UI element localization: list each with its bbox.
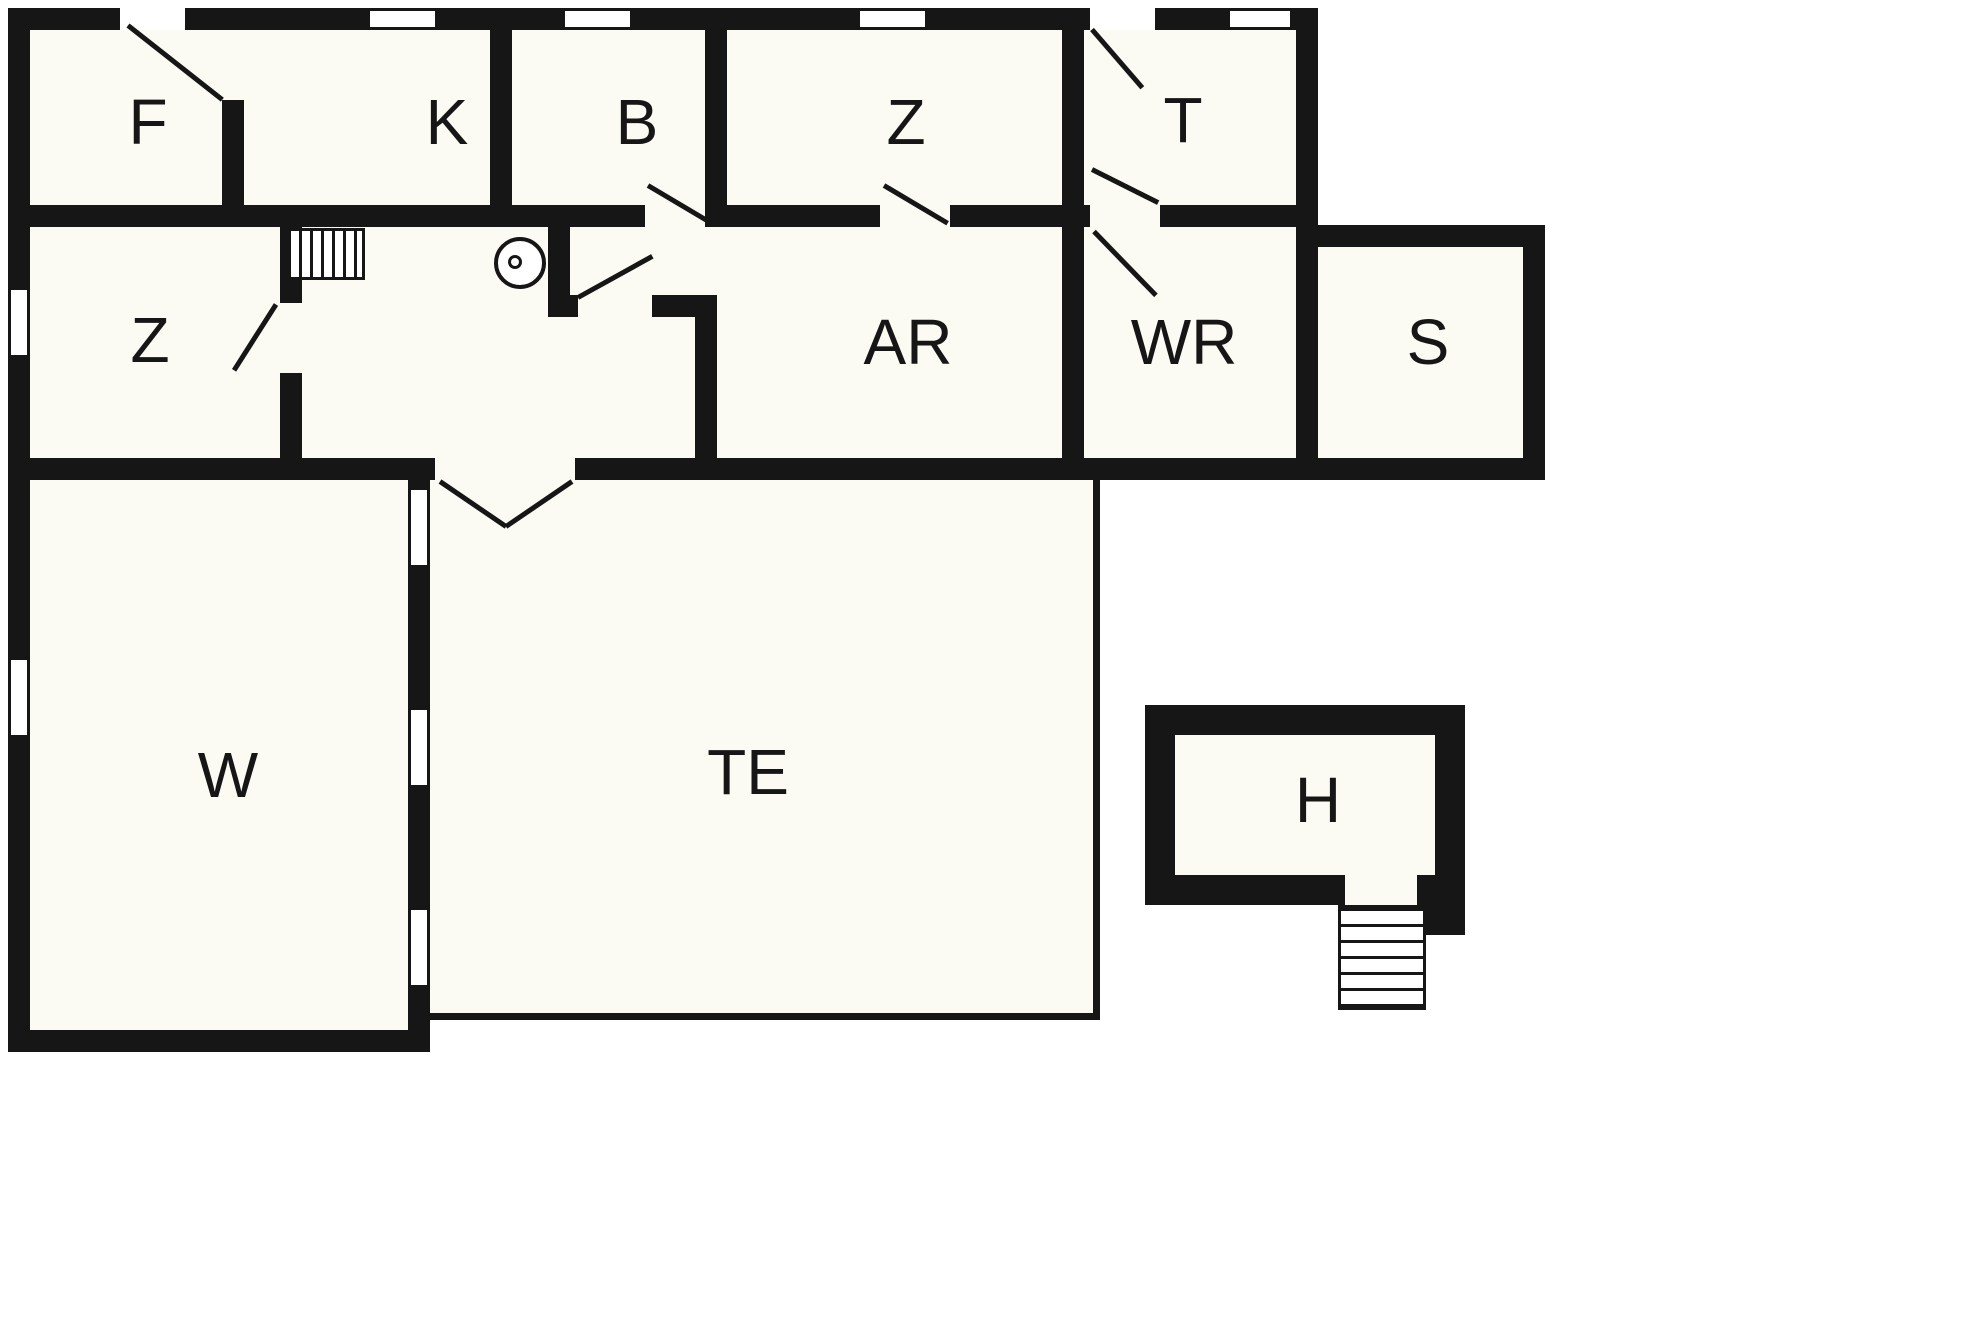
wall-row2-bottom-right [575,458,1318,480]
wall-toprow-seg3 [950,205,1090,227]
wall-row2-bottom-left [8,458,435,480]
room-label-t: T [1163,84,1203,156]
window-top-b [565,8,630,30]
door-opening-terrace [435,458,575,480]
window-top-t [1230,8,1290,30]
room-label-k: K [425,86,469,158]
wall-hall-ar [695,295,717,458]
wall-outer-left [8,8,30,1052]
terrace-edge-right [1093,458,1100,1020]
wall-wr-left [1062,227,1084,458]
room-label-h: H [1294,764,1342,836]
room-label-b: B [615,86,659,158]
wall-hall-seg1 [548,295,578,317]
h-staircase [1338,905,1426,1010]
room-label-z-top: Z [886,86,926,158]
wall-z-t [1062,8,1084,227]
door-opening-f-entry [120,8,185,30]
wall-s-top [1318,225,1545,247]
building-left-block [8,8,430,1052]
h-wall-stub [1425,905,1465,935]
window-w-terrace-3 [408,910,430,985]
room-s-block [1318,225,1545,480]
wall-w-bottom [8,1030,430,1052]
window-left-w [8,660,30,735]
wall-outer-right [1296,8,1318,480]
wall-hall-stub [548,227,570,317]
wall-outer-top [8,8,1318,30]
wall-toprow-seg1 [8,205,645,227]
wall-f-k [222,100,244,227]
wall-toprow-seg2 [712,205,880,227]
window-left-zleft [8,290,30,355]
window-w-terrace-1 [408,490,430,565]
door-opening-t-entry [1090,8,1155,30]
room-label-f: F [128,86,168,158]
window-w-terrace-2 [408,710,430,785]
room-label-z-left: Z [130,304,170,376]
wall-k-b [490,8,512,227]
fixture-symbol-inner-icon [508,255,522,269]
wall-zleft-right-lower [280,373,302,458]
room-label-te: TE [707,736,789,808]
wall-toprow-seg4 [1160,205,1318,227]
wall-s-right [1523,225,1545,480]
wall-s-bottom [1318,458,1545,480]
fixture-symbol-icon [494,237,546,289]
room-label-ar: AR [863,306,953,378]
h-building-interior [1175,735,1435,875]
room-label-w: W [197,739,259,811]
wall-b-z [705,8,727,227]
room-label-s: S [1406,306,1450,378]
terrace-block [430,458,1100,1020]
main-staircase [285,228,365,280]
window-top-z [860,8,925,30]
h-door-opening [1345,875,1417,905]
terrace-edge-bottom [430,1013,1100,1020]
room-label-wr: WR [1130,306,1238,378]
window-top-k [370,8,435,30]
wall-hall-seg2 [652,295,717,317]
